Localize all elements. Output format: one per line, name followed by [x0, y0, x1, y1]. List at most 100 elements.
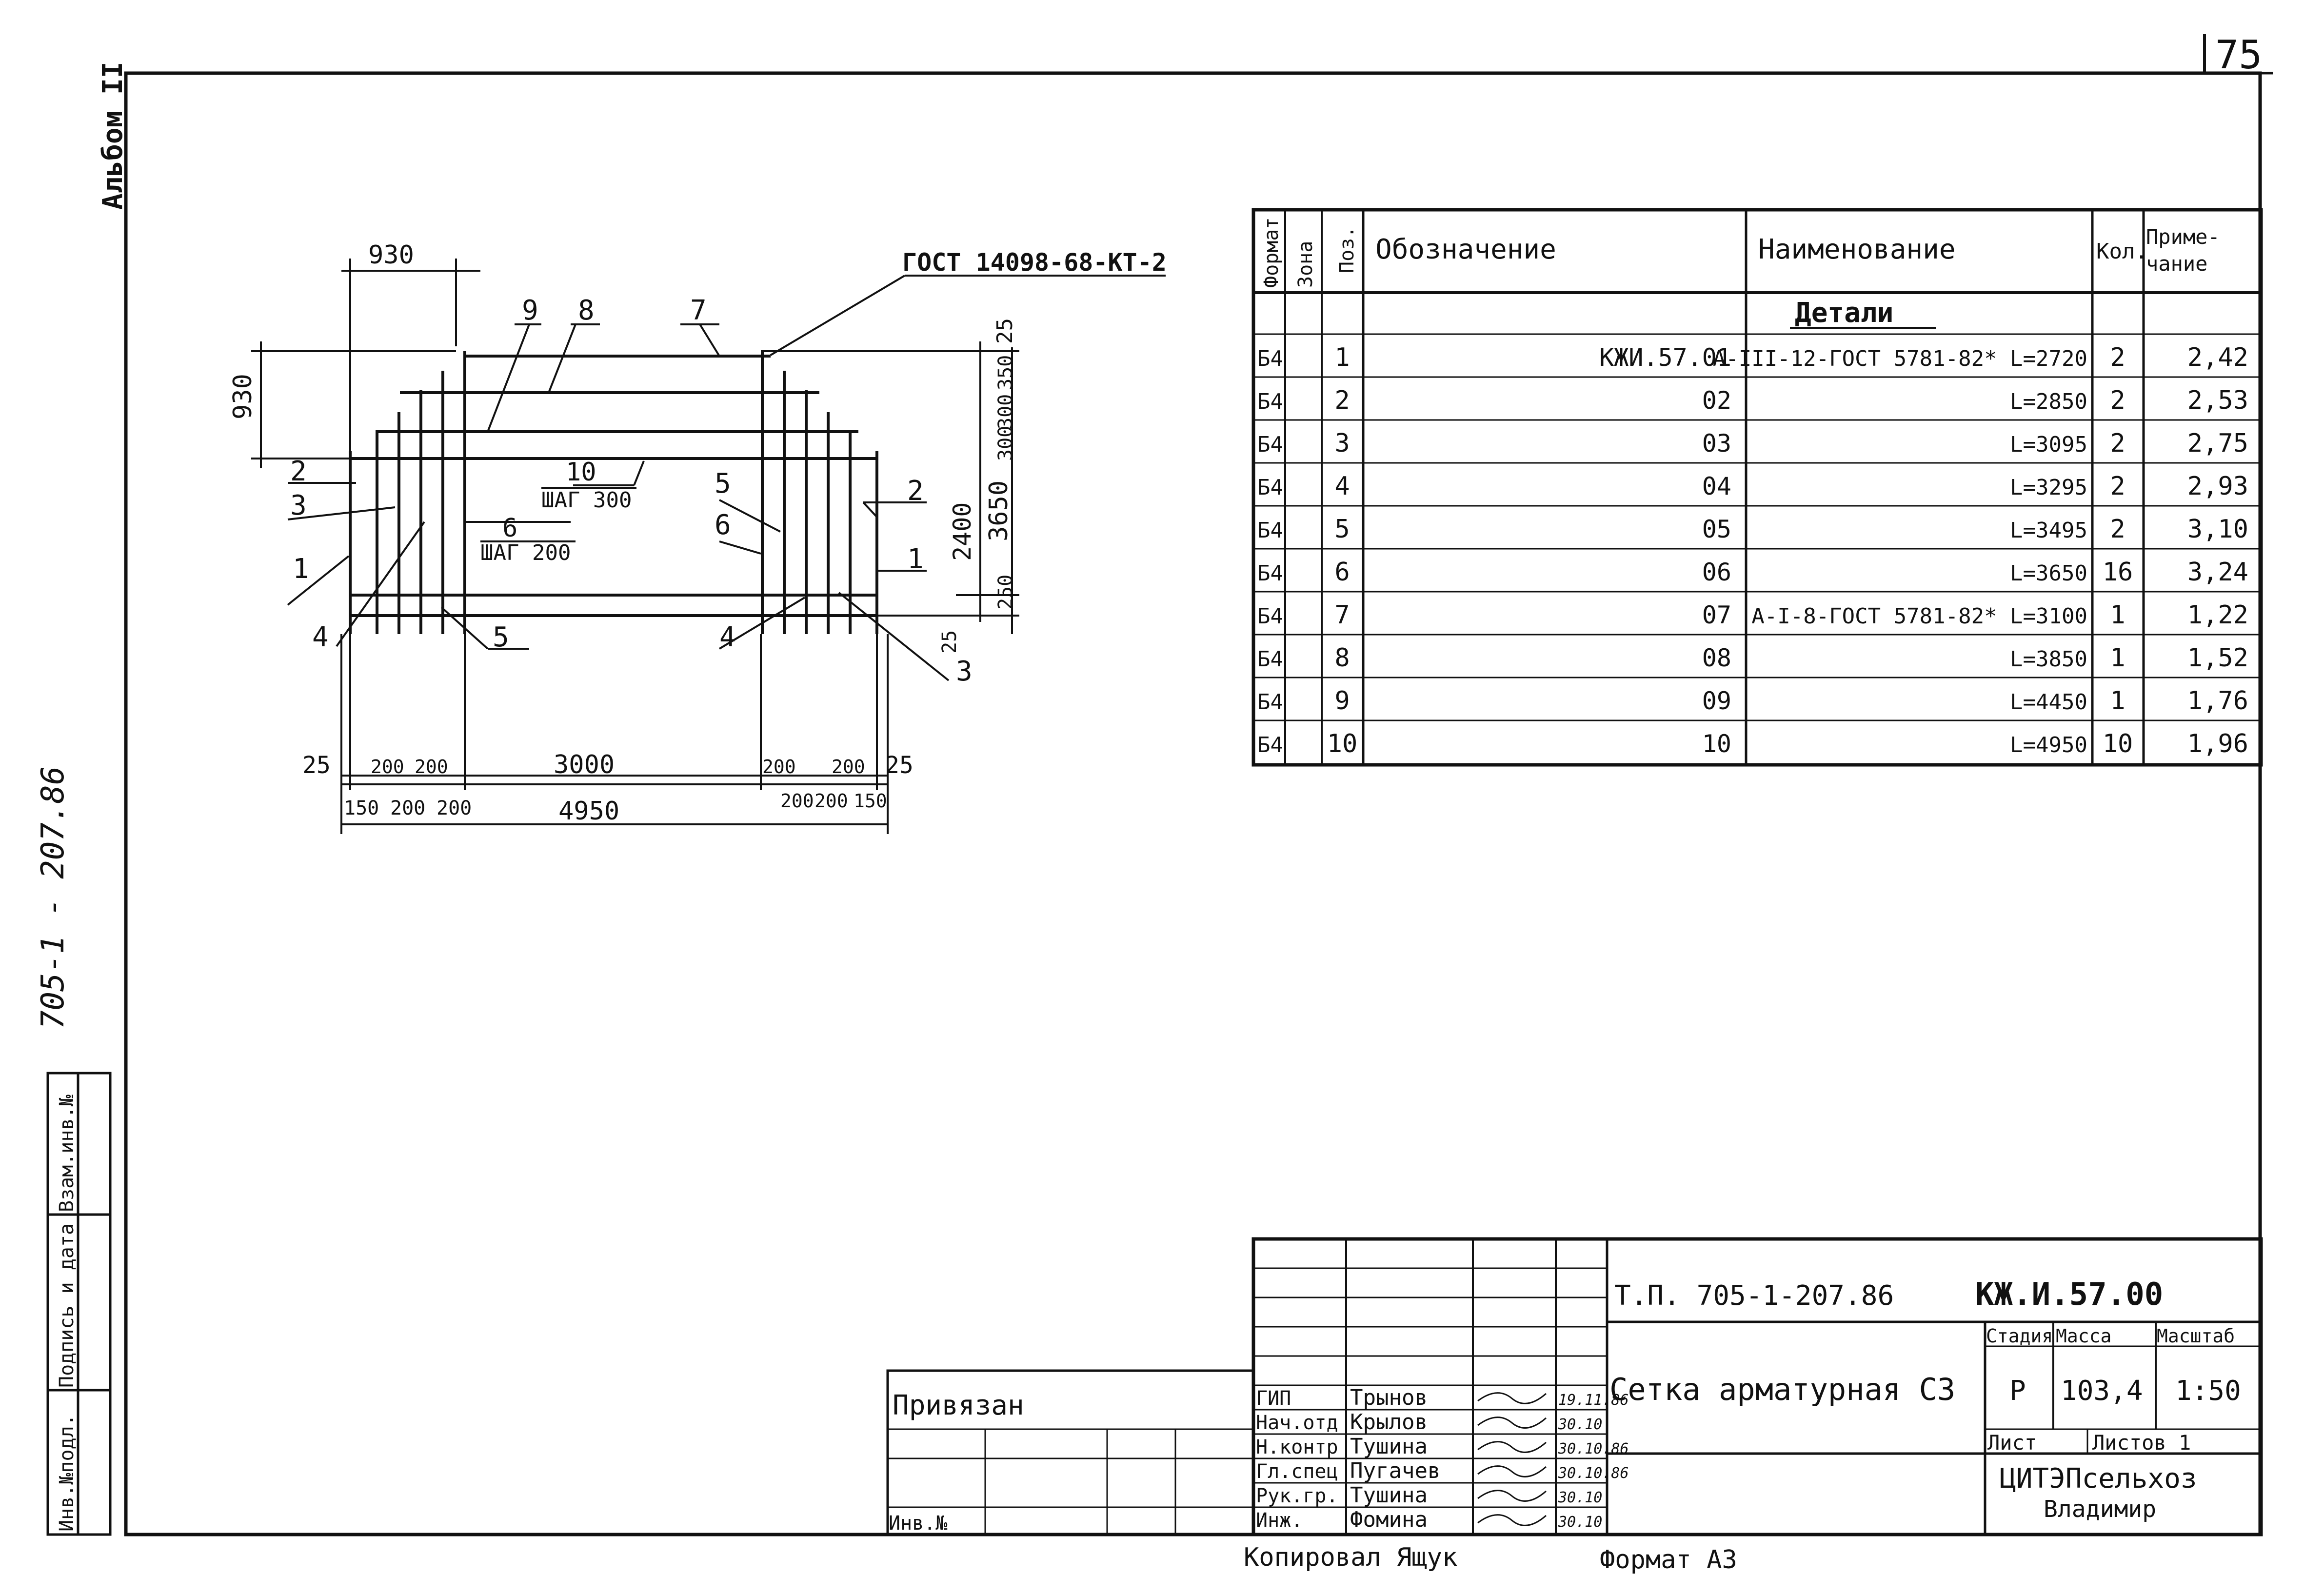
spec-cell-designation: 09: [1702, 687, 1731, 715]
dim-right-3650: 3650: [984, 480, 1013, 541]
signature-mark: [1477, 1416, 1547, 1429]
stage-label: Стадия: [1986, 1325, 2053, 1347]
spec-cell-format: Б4: [1257, 561, 1283, 586]
spec-cell-name: L=3650: [2010, 561, 2087, 586]
dim-bottom-25r: 25: [938, 630, 961, 654]
signature-mark: [1477, 1490, 1547, 1502]
callout-4-right: 4: [719, 621, 736, 653]
spec-cell-pos: 5: [1334, 515, 1350, 544]
spec-cell-designation: 10: [1702, 730, 1731, 758]
sign-date: 30.10.86: [1558, 1465, 1629, 1482]
tp-code: Т.П. 705-1-207.86: [1614, 1280, 1894, 1312]
callout-4-left: 4: [312, 621, 329, 653]
dim-right-250: 250: [994, 575, 1017, 610]
spec-cell-qty: 2: [2110, 515, 2125, 544]
role: Инж.: [1256, 1509, 1303, 1532]
callout-10: 10: [566, 458, 596, 487]
hdr-zone: Зона: [1294, 241, 1317, 288]
side-code: 705-1 - 207.86: [35, 766, 71, 1029]
spec-cell-designation: 06: [1702, 558, 1731, 586]
sign-date: 30.10: [1558, 1416, 1602, 1433]
dim-right-300a: 300: [994, 394, 1017, 429]
dim-b-200h: 200: [814, 790, 848, 812]
dim-b-200e: 200: [390, 797, 425, 819]
copied-by: Копировал Ящук: [1244, 1543, 1457, 1572]
dim-right-25: 25: [993, 318, 1017, 344]
spec-cell-format: Б4: [1257, 647, 1283, 672]
svg-text:чание: чание: [2146, 252, 2207, 276]
spec-cell-note: 1,96: [2187, 729, 2248, 758]
callout-8: 8: [578, 295, 595, 326]
dim-b-150b: 150: [854, 790, 887, 812]
step-300: ШАГ 300: [541, 488, 632, 513]
drawing-title: Сетка арматурная С3: [1609, 1372, 1955, 1407]
hdr-qty: Кол.: [2096, 239, 2148, 264]
spec-cell-format: Б4: [1257, 475, 1283, 500]
spec-cell-format: Б4: [1257, 690, 1283, 715]
role: ГИП: [1256, 1387, 1291, 1410]
inv-label: Инв.№: [889, 1512, 947, 1535]
person-name: Крылов: [1350, 1410, 1428, 1435]
signature-mark: [1477, 1441, 1547, 1453]
spec-cell-designation: 04: [1702, 472, 1731, 500]
spec-cell-qty: 16: [2103, 558, 2133, 587]
stamp-signature-date: Подпись и дата: [56, 1223, 78, 1388]
dim-b-25: 25: [302, 752, 331, 779]
spec-cell-qty: 1: [2110, 600, 2125, 630]
callout-3-right: 3: [956, 656, 973, 687]
dim-b-25b: 25: [885, 752, 914, 779]
person-name: Тушина: [1350, 1434, 1428, 1459]
person-name: Тушина: [1350, 1483, 1428, 1508]
spec-cell-name: L=3295: [2010, 475, 2087, 500]
dim-b-3000: 3000: [554, 750, 615, 779]
spec-cell-note: 2,93: [2187, 472, 2248, 501]
person-name: Фомина: [1350, 1507, 1428, 1532]
spec-cell-pos: 8: [1334, 643, 1350, 673]
hdr-designation: Обозначение: [1375, 234, 1556, 265]
callout-7: 7: [690, 295, 707, 326]
callout-5-mid: 5: [493, 621, 509, 653]
person-name: Пугачев: [1350, 1458, 1440, 1483]
spec-cell-pos: 1: [1334, 343, 1350, 372]
dim-right-2400: 2400: [948, 502, 976, 561]
signature-mark: [1477, 1392, 1547, 1404]
role: Гл.спец: [1256, 1460, 1338, 1483]
stamp-replace-inv: Взам.инв.№: [56, 1095, 78, 1212]
signature-row: Гл.спец Пугачев 30.10.86: [1256, 1458, 1629, 1483]
dim-left-930: 930: [228, 374, 258, 419]
sign-date: 30.10: [1558, 1514, 1602, 1531]
spec-cell-qty: 2: [2110, 343, 2125, 372]
spec-cell-pos: 3: [1334, 429, 1350, 458]
spec-cell-note: 3,24: [2187, 558, 2248, 587]
mass-label: Масса: [2056, 1325, 2111, 1347]
spec-cell-note: 2,53: [2187, 386, 2248, 415]
sign-date: 30.10.86: [1558, 1440, 1629, 1457]
dim-right-300b: 300: [994, 426, 1017, 461]
spec-cell-format: Б4: [1257, 432, 1283, 457]
spec-cell-name: L=3850: [2010, 647, 2087, 672]
spec-cell-name: L=4450: [2010, 690, 2087, 715]
dim-b-200d: 200: [832, 756, 865, 778]
dim-b-200c: 200: [762, 756, 796, 778]
dim-top-930: 930: [368, 240, 414, 270]
spec-cell-name: L=2850: [2010, 389, 2087, 414]
spec-cell-qty: 2: [2110, 386, 2125, 415]
callout-5-right: 5: [715, 468, 731, 499]
stamp-inv-orig: Инв.№подл.: [56, 1414, 78, 1532]
bound-label: Привязан: [893, 1390, 1024, 1421]
spec-cell-name: А-III-12-ГОСТ 5781-82* L=2720: [1713, 346, 2087, 371]
